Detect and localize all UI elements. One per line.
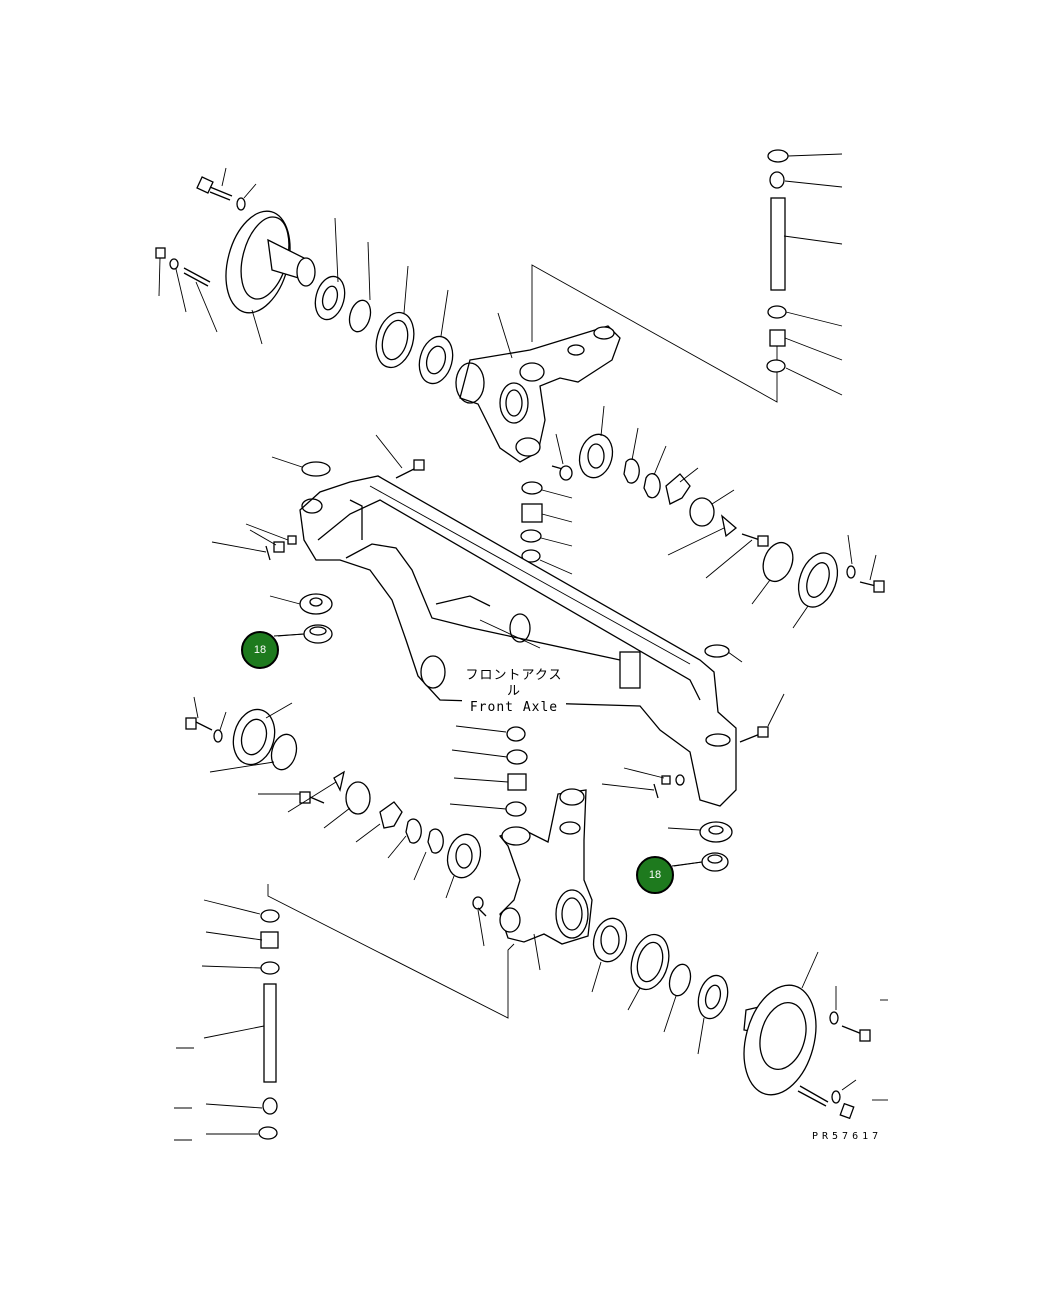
top-kingpin-bushing bbox=[769, 329, 843, 361]
reference-code: PR57617 bbox=[812, 1131, 883, 1142]
axle-label: フロントアクスル Front Axle bbox=[462, 668, 566, 716]
upper-right-cover bbox=[792, 552, 839, 629]
upper-right-washer bbox=[846, 534, 856, 579]
lower-center-seal-b bbox=[449, 801, 527, 817]
top-hub-o-ring bbox=[348, 241, 372, 333]
top-kingpin-washer bbox=[766, 359, 843, 396]
axle-label-en: Front Axle bbox=[469, 700, 559, 715]
top-kingpin-seal bbox=[767, 305, 843, 327]
top-hub-washer bbox=[236, 183, 257, 211]
lower-kingpin-bushing bbox=[205, 931, 279, 949]
lower-right-spacer bbox=[667, 821, 733, 843]
axle-housing bbox=[299, 475, 737, 807]
lower-hub-nut bbox=[839, 1099, 888, 1120]
right-axle-bolt bbox=[739, 693, 785, 743]
lower-hub-stud bbox=[841, 999, 888, 1042]
upper-center-washer bbox=[521, 549, 573, 575]
lower-hub bbox=[743, 951, 819, 1096]
upper-left-washer bbox=[271, 456, 331, 477]
upper-bolt bbox=[705, 533, 769, 579]
center-pin bbox=[601, 783, 659, 799]
upper-shim-b bbox=[643, 445, 667, 499]
upper-axle-bolt bbox=[375, 434, 425, 479]
upper-bearing bbox=[578, 405, 614, 479]
lower-kingpin bbox=[176, 983, 277, 1083]
lower-knuckle-leader bbox=[267, 884, 515, 1019]
lower-left-cover bbox=[232, 702, 293, 766]
upper-cap bbox=[689, 489, 735, 527]
lower-hub-o-ring bbox=[663, 963, 692, 1033]
lower-hub-washer-b bbox=[831, 1079, 857, 1104]
upper-left-nut-a bbox=[245, 523, 297, 545]
lower-kingpin-plug bbox=[174, 1097, 278, 1115]
lower-kingpin-cap bbox=[174, 1126, 278, 1141]
top-hub-nut bbox=[155, 247, 187, 313]
lower-left-cap bbox=[323, 781, 371, 829]
part-callout-number: 18 bbox=[648, 869, 662, 881]
lower-left-shim-a bbox=[355, 801, 403, 843]
top-grease-fitting bbox=[551, 433, 573, 481]
part-callout-number: 18 bbox=[253, 644, 267, 656]
top-hub-seal bbox=[314, 217, 346, 321]
top-steering-knuckle bbox=[455, 312, 621, 463]
lower-center-bushing bbox=[453, 773, 527, 791]
top-hub-bolt bbox=[196, 167, 233, 201]
callout-leader bbox=[673, 861, 703, 867]
lower-center-seal-a bbox=[451, 749, 528, 765]
lower-left-o-ring bbox=[209, 733, 298, 773]
upper-center-seal-b bbox=[520, 529, 573, 547]
right-axle-washer bbox=[704, 644, 743, 663]
lower-hub-seal bbox=[697, 974, 729, 1055]
lower-hub-bolt bbox=[797, 1085, 829, 1107]
top-hub-stud bbox=[183, 267, 218, 333]
top-kingpin-plug bbox=[769, 171, 843, 189]
lower-hub-bearing-race bbox=[627, 933, 670, 1011]
top-kingpin bbox=[770, 197, 843, 291]
axle-label-jp: フロントアクスル bbox=[465, 668, 563, 699]
top-hub-bearing-race bbox=[375, 265, 415, 369]
lower-kingpin-seal-a bbox=[203, 899, 280, 923]
lower-grease-fitting bbox=[472, 896, 487, 947]
upper-center-bushing bbox=[521, 503, 573, 523]
upper-right-o-ring bbox=[751, 541, 794, 605]
lower-hub-washer bbox=[829, 986, 839, 1025]
center-nut bbox=[623, 767, 685, 786]
lower-steering-knuckle bbox=[498, 788, 593, 971]
lower-left-lock-plate bbox=[287, 770, 345, 813]
lower-left-shim-b bbox=[387, 818, 422, 859]
top-hub bbox=[225, 210, 316, 345]
lower-hub-bearing bbox=[591, 917, 628, 993]
lower-center-cap bbox=[455, 725, 526, 742]
top-hub-bearing bbox=[418, 289, 454, 385]
part-callout-18[interactable]: 18 bbox=[636, 856, 674, 894]
upper-center-seal-a bbox=[521, 481, 573, 499]
lower-left-bearing bbox=[445, 833, 482, 899]
lower-left-bolt-b bbox=[258, 791, 325, 804]
lower-left-bolt bbox=[185, 696, 213, 731]
upper-shim-a bbox=[623, 427, 640, 484]
upper-right-bolt bbox=[859, 554, 885, 593]
lower-left-shim-c bbox=[413, 828, 444, 881]
upper-lock-plate bbox=[667, 514, 738, 556]
upper-left-pin bbox=[211, 541, 271, 561]
top-kingpin-cap bbox=[767, 149, 843, 163]
upper-left-nut-b bbox=[249, 529, 285, 553]
part-callout-18[interactable]: 18 bbox=[241, 631, 279, 669]
top-knuckle-leader bbox=[531, 264, 778, 403]
callout-leader bbox=[277, 633, 305, 637]
upper-left-spacer bbox=[269, 593, 333, 615]
upper-shim-c bbox=[665, 467, 699, 505]
lower-left-washer bbox=[213, 711, 227, 743]
lower-kingpin-seal-b bbox=[201, 961, 280, 975]
